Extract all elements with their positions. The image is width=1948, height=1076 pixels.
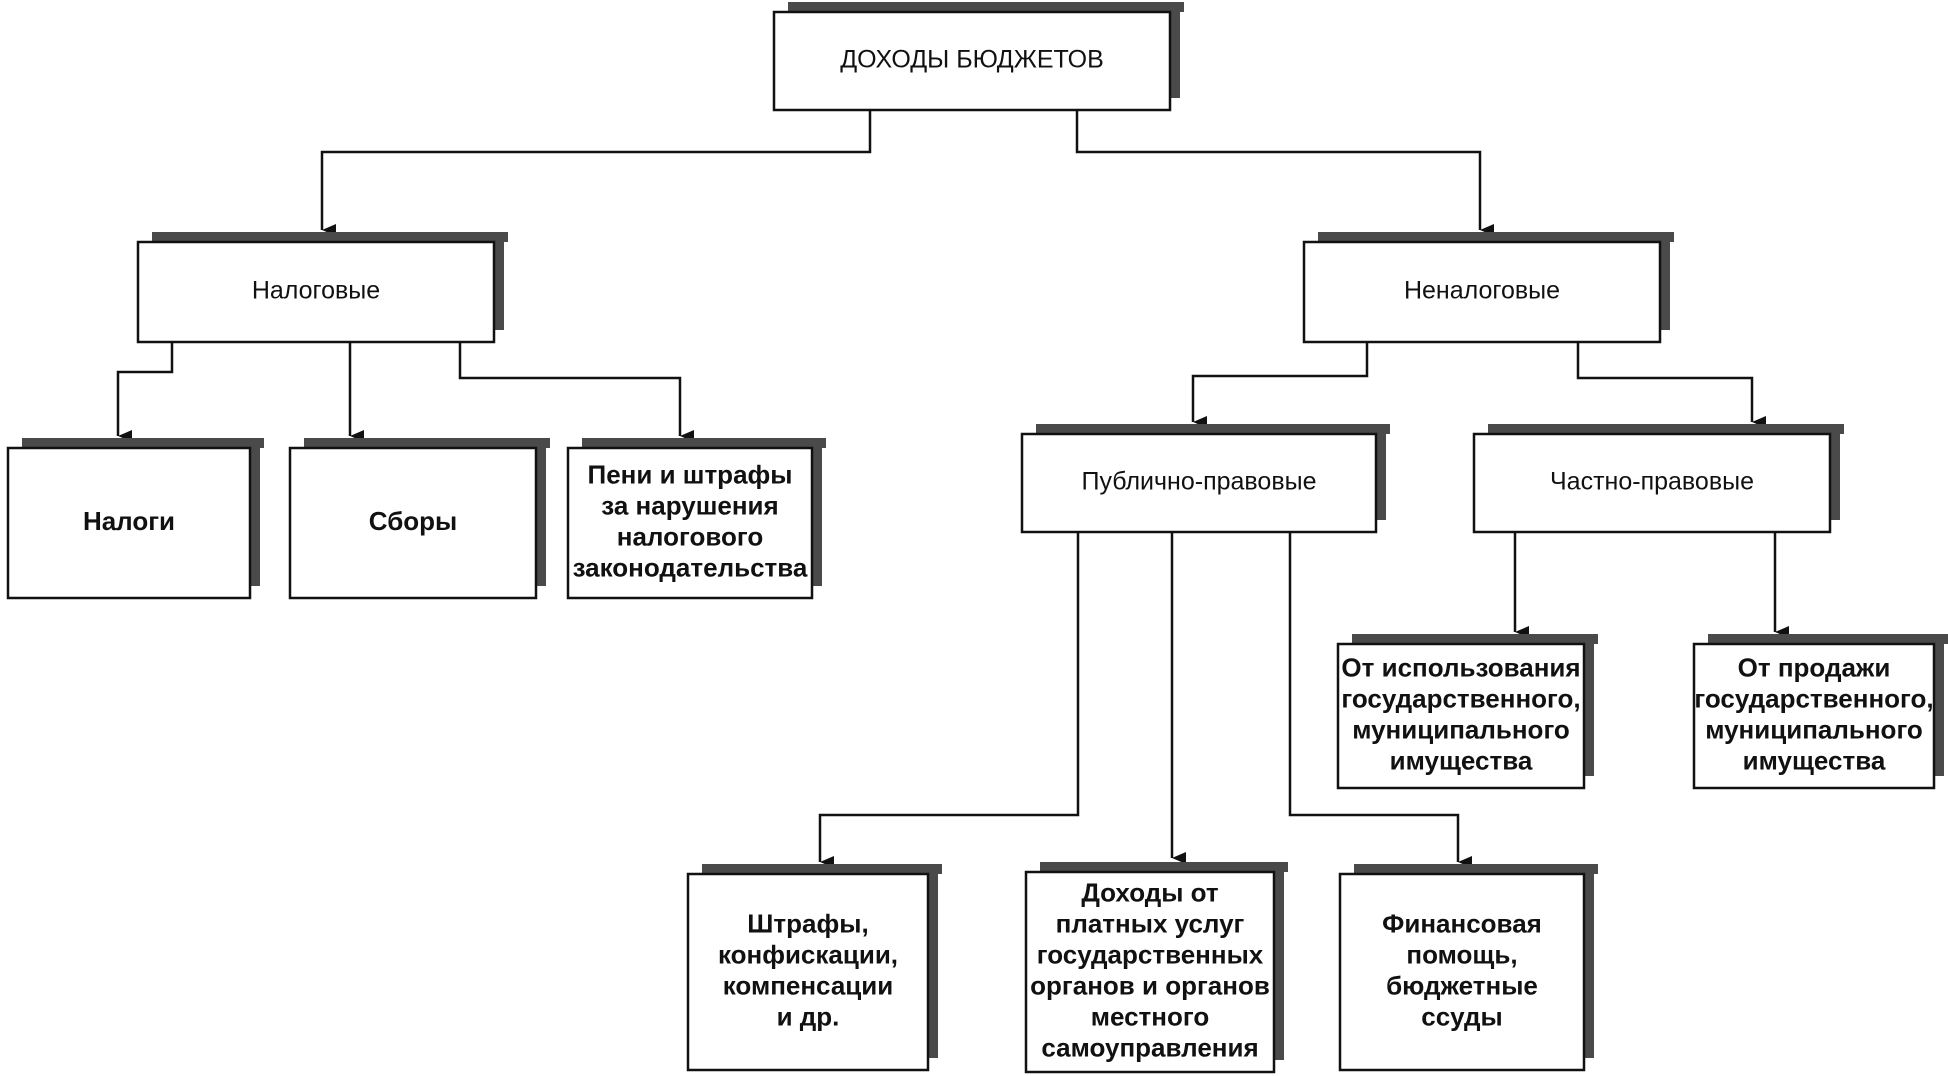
node-label-line: конфискации,	[718, 939, 898, 969]
node-box	[6, 446, 252, 600]
node-label-line: и др.	[777, 1001, 840, 1031]
node-label-line: государственных	[1037, 939, 1264, 969]
node-label-line: имущества	[1390, 745, 1533, 775]
node-shadow-right	[536, 438, 546, 586]
node-property-use: От использованиягосударственного,муницип…	[1336, 634, 1598, 790]
node-label-line: ДОХОДЫ БЮДЖЕТОВ	[840, 46, 1104, 74]
node-property-sale: От продажигосударственного,муниципальног…	[1692, 634, 1948, 790]
connector-nontax-public	[1191, 342, 1369, 428]
node-box	[1336, 642, 1586, 790]
node-label-line: платных услуг	[1056, 908, 1245, 938]
node-shadow-right	[1660, 232, 1670, 330]
node-root: ДОХОДЫ БЮДЖЕТОВ	[772, 2, 1184, 112]
node-box	[1024, 870, 1276, 1074]
node-label-line: Пени и штрафы	[588, 459, 793, 489]
node-label-line: законодательства	[573, 552, 808, 582]
connector-nontax-private	[1576, 342, 1766, 428]
node-shadow-right	[1376, 424, 1386, 520]
node-box	[1472, 432, 1832, 534]
node-public: Публично-правовые	[1020, 424, 1390, 534]
connector-tax-penalties	[458, 342, 694, 442]
node-label-line: Налоговые	[252, 277, 380, 305]
node-box	[1338, 872, 1586, 1072]
node-label-line: Публично-правовые	[1082, 468, 1317, 496]
node-label-line: Частно-правовые	[1550, 468, 1754, 496]
node-label-line: имущества	[1743, 745, 1886, 775]
node-shadow-right	[1584, 634, 1594, 776]
node-shadow-top	[788, 2, 1184, 12]
node-label-line: помощь,	[1406, 939, 1517, 969]
node-label-line: налогового	[617, 521, 763, 551]
node-shadow-right	[812, 438, 822, 586]
node-box	[1020, 432, 1378, 534]
node-label-line: государственного,	[1341, 683, 1580, 713]
node-shadow-top	[1354, 864, 1598, 874]
node-box	[1302, 240, 1662, 344]
node-label-line: Неналоговые	[1404, 277, 1560, 305]
node-shadow-top	[702, 864, 942, 874]
node-box	[686, 872, 930, 1072]
node-shadow-top	[582, 438, 826, 448]
node-label-line: ссуды	[1421, 1001, 1502, 1031]
connector-tax-taxes	[116, 342, 174, 442]
node-label-line: государственного,	[1694, 683, 1933, 713]
node-label-line: Штрафы,	[747, 908, 868, 938]
node-nontax: Неналоговые	[1302, 232, 1674, 344]
node-label-line: Сборы	[369, 506, 457, 536]
node-label-line: Налоги	[83, 506, 175, 536]
node-shadow-top	[1036, 424, 1390, 434]
node-shadow-right	[1274, 862, 1284, 1060]
connector-public-fines	[818, 532, 1080, 868]
node-shadow-top	[1488, 424, 1844, 434]
connector-public-fin-aid	[1288, 532, 1472, 868]
node-shadow-top	[1708, 634, 1948, 644]
connector-lines	[116, 92, 1789, 868]
connector-root-nontax	[1075, 92, 1494, 236]
node-shadow-right	[250, 438, 260, 586]
node-shadow-top	[1040, 862, 1288, 872]
node-label-line: бюджетные	[1386, 970, 1538, 1000]
node-box	[566, 446, 814, 600]
node-label-line: компенсации	[723, 970, 894, 1000]
node-tax: Налоговые	[136, 232, 508, 344]
node-private: Частно-правовые	[1472, 424, 1844, 534]
node-box	[288, 446, 538, 600]
node-label-line: местного	[1091, 1001, 1210, 1031]
node-box	[772, 10, 1172, 112]
node-shadow-right	[928, 864, 938, 1058]
node-shadow-right	[1934, 634, 1944, 776]
node-label-line: муниципального	[1705, 714, 1923, 744]
node-label-line: Доходы от	[1081, 877, 1219, 907]
node-shadow-top	[152, 232, 508, 242]
node-box	[1692, 642, 1936, 790]
node-label-line: органов и органов	[1030, 970, 1270, 1000]
node-label-line: самоуправления	[1041, 1032, 1258, 1062]
node-label-line: От продажи	[1738, 652, 1891, 682]
node-label-line: От использования	[1341, 652, 1580, 682]
node-box	[136, 240, 496, 344]
node-shadow-right	[1170, 2, 1180, 98]
node-shadow-top	[304, 438, 550, 448]
node-label-line: за нарушения	[601, 490, 778, 520]
node-shadow-right	[1830, 424, 1840, 520]
node-label-line: муниципального	[1352, 714, 1570, 744]
node-shadow-top	[1352, 634, 1598, 644]
node-shadow-right	[1584, 864, 1594, 1058]
connector-root-tax	[320, 92, 872, 236]
node-label-line: Финансовая	[1382, 908, 1542, 938]
node-fees: Сборы	[288, 438, 550, 600]
node-shadow-top	[1318, 232, 1674, 242]
node-shadow-right	[494, 232, 504, 330]
node-shadow-top	[22, 438, 264, 448]
node-taxes: Налоги	[6, 438, 264, 600]
